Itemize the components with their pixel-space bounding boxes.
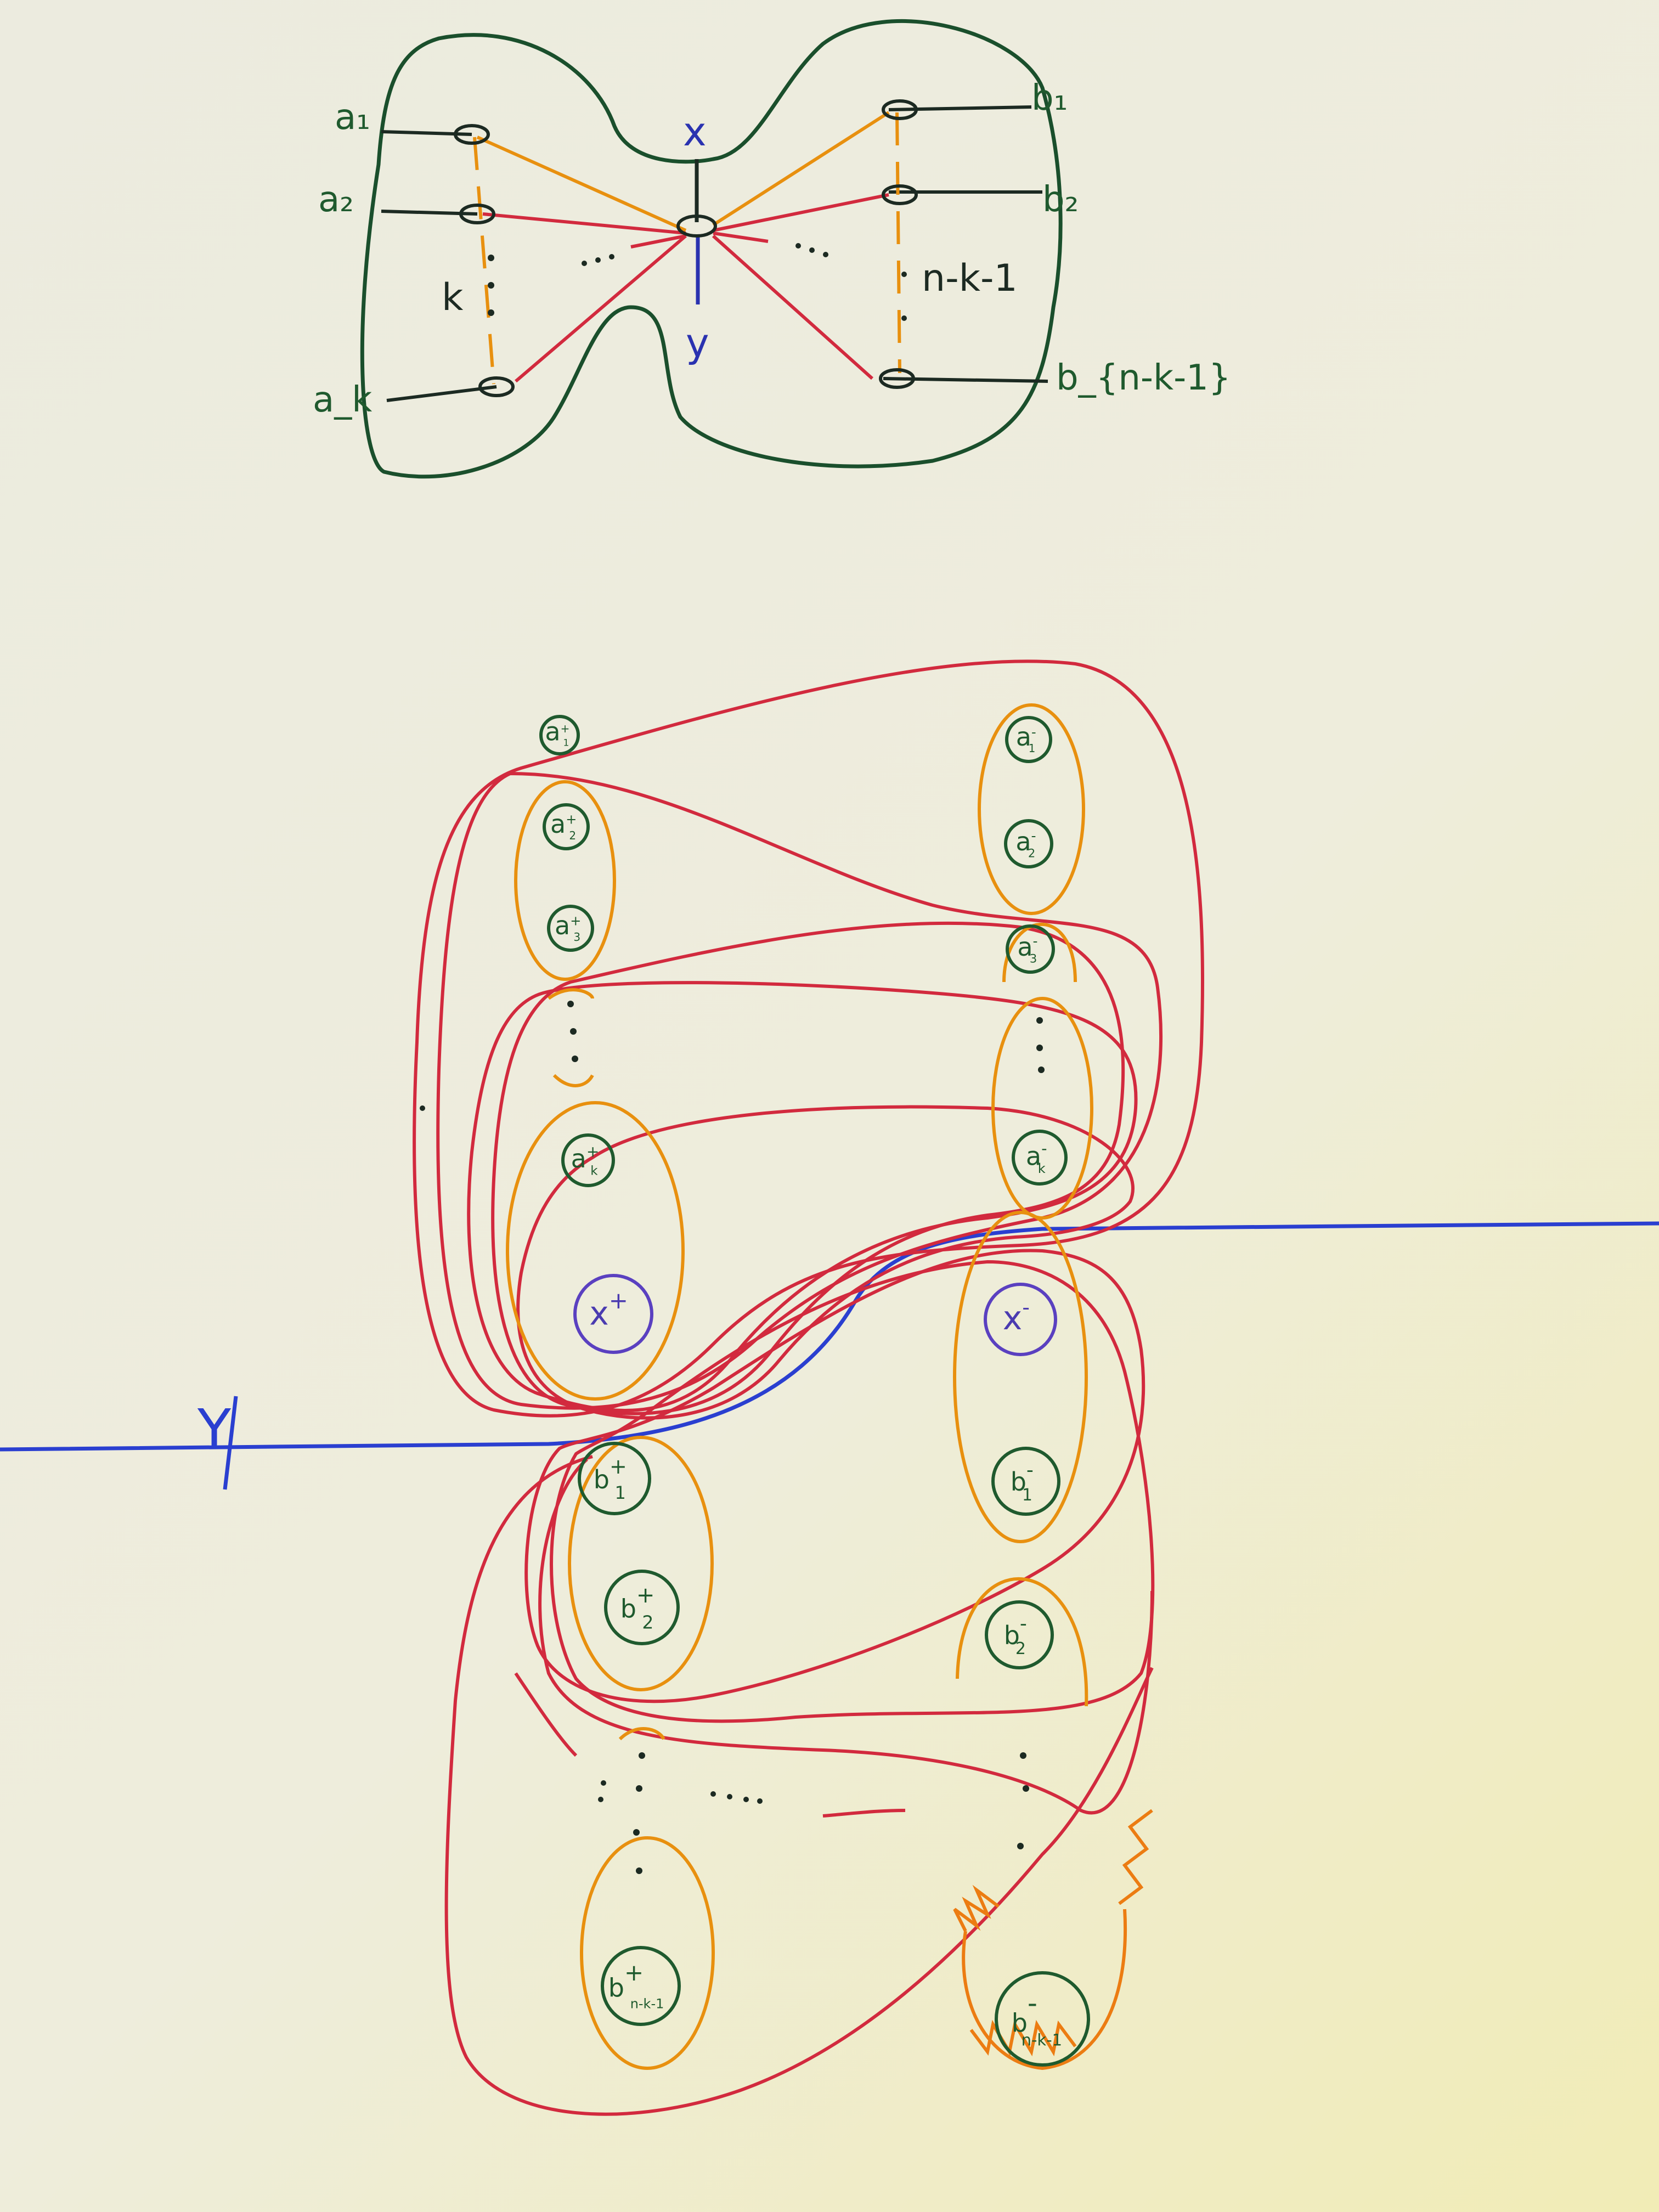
right-node-column: a-1 a-2 a-3 a-k x-b-1 b-2 b-n-k-1 [984,716,1090,2067]
node-label: a-k [1026,1139,1047,1176]
node-label: a-2 [1015,827,1036,860]
label-ak: a_k [313,380,372,420]
rays [476,111,890,383]
handle-center [676,215,717,238]
orange-groups [506,703,1153,2070]
node-circle [1012,1130,1068,1186]
group-dots-bottom [618,1727,665,1741]
handle-bn [879,368,915,389]
top-surface-diagram: a₁ a₂ a_k b₁ b₂ b_{n-k-1} x y k n-k-1 [313,19,1231,479]
node-a-1-plus: a+1 [539,715,580,755]
group-b2-minus [956,1577,1088,1707]
node-a-k-minus: a-k [1012,1130,1068,1186]
handle-ak [478,376,515,397]
node-label: b-2 [1004,1613,1027,1658]
orange-link-left [473,137,495,385]
handle-a2 [459,204,495,224]
node-label: a-1 [1016,722,1036,755]
node-label: a+1 [545,717,569,749]
top-ellipsis-dots [488,243,907,321]
handle-a1 [454,124,490,145]
label-b1: b₁ [1031,78,1068,119]
zigzag-bn-minus [953,1809,1153,2070]
group-x-b1-minus [953,1211,1088,1543]
node-b-2-minus: b-2 [985,1600,1054,1669]
orange-link-right [895,112,901,374]
strand-a1 [381,130,472,136]
node-a-2-plus: a+2 [543,803,590,850]
node-b-n-k-1-minus: b-n-k-1 [995,1971,1090,2067]
node-circle [539,715,580,755]
label-bn: b_{n-k-1} [1056,358,1231,398]
node-circle [573,1274,653,1354]
node-x-minus: x- [984,1283,1057,1356]
node-label: x+ [589,1287,628,1333]
node-a-3-minus: a-3 [1006,924,1055,974]
node-label: a+3 [555,911,581,944]
node-circle [1006,924,1055,974]
node-b-2-plus: b+2 [604,1570,680,1645]
label-y: y [686,320,709,366]
node-label: b+2 [620,1583,655,1633]
node-circle [604,1570,680,1645]
node-label: a+2 [550,809,577,842]
node-a-2-minus: a-2 [1004,819,1053,868]
handle-b1 [882,99,918,120]
red-curves [413,659,1204,2116]
label-Y: Y [197,1397,232,1462]
group-bn-plus [580,1836,715,2070]
node-a-k-plus: a+k [561,1133,615,1187]
node-circle [561,1133,615,1187]
y-axis-tick [223,1396,238,1490]
group-a1-a2-minus [978,703,1085,915]
node-label: x- [1003,1295,1030,1338]
group-dots-left [548,988,594,1087]
node-a-3-plus: a+3 [547,905,594,952]
node-b-1-minus: b-1 [991,1447,1060,1516]
node-circle [601,1946,681,2026]
group-ak-minus [991,997,1093,1220]
node-circle [985,1600,1054,1669]
handles [454,99,918,397]
strand-b1 [888,105,1032,111]
node-label: b-n-k-1 [1012,1987,1062,2049]
node-label: b-1 [1011,1459,1034,1505]
node-circle [984,1283,1057,1356]
handle-b2 [882,184,918,205]
node-a-1-minus: a-1 [1005,716,1052,763]
strand-bn [883,377,1048,383]
label-a2: a₂ [318,179,354,220]
node-label: a+k [571,1143,600,1178]
left-node-column: a+1 a+2 a+3 a+k x+ b+1 b+2 b+n-k-1 [539,715,681,2026]
bottom-ellipsis-dots [420,1001,1045,1874]
bottom-cut-diagram: Y [0,659,1659,2116]
y-axis-curve [0,1221,1659,1452]
strand-ak [386,385,497,402]
node-label: a-3 [1017,932,1037,966]
group-ak-x-plus [506,1101,685,1401]
node-b-n-k-1-plus: b+n-k-1 [601,1946,681,2026]
node-circle [543,803,590,850]
node-circle [991,1447,1060,1516]
node-circle [547,905,594,952]
node-label: b+n-k-1 [608,1959,664,2011]
group-a2-a3-plus [514,780,616,981]
node-circle [1004,819,1053,868]
label-a1: a₁ [335,97,370,138]
node-circle [995,1971,1090,2067]
surface-outline [360,19,1063,479]
node-x-plus: x+ [573,1274,653,1354]
label-n-k-1: n-k-1 [922,257,1018,300]
label-x: x [683,109,707,155]
label-k: k [442,276,464,319]
node-label: b+1 [594,1454,627,1503]
node-circle [578,1442,651,1515]
group-b1-b2-plus [568,1436,714,1691]
node-circle [1005,716,1052,763]
label-b2: b₂ [1042,179,1079,220]
node-b-1-plus: b+1 [578,1442,651,1515]
